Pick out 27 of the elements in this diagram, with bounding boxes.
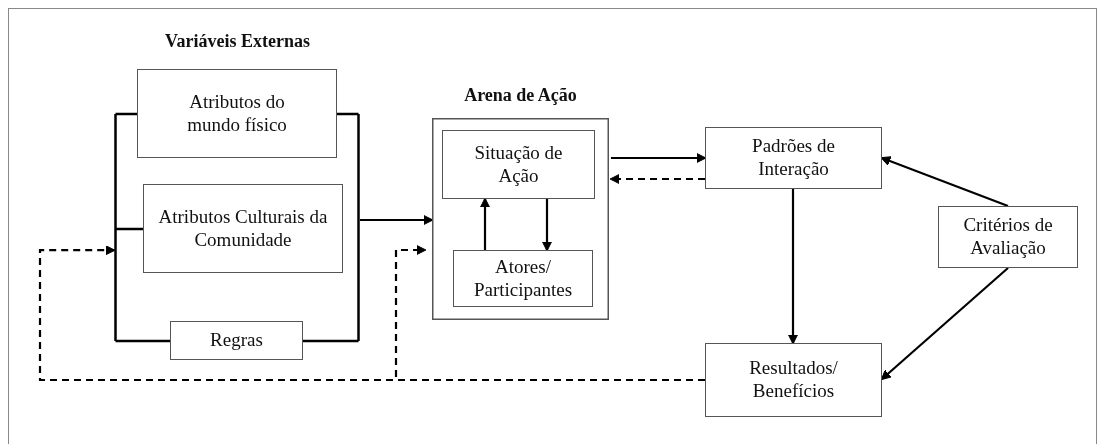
box-label: Critérios de Avaliação bbox=[962, 214, 1054, 260]
process-box bbox=[705, 127, 882, 189]
arrow bbox=[541, 199, 553, 252]
group-heading: Variáveis Externas bbox=[164, 30, 311, 52]
arrow bbox=[787, 189, 799, 345]
arrow bbox=[880, 156, 1009, 208]
dashed-arrow bbox=[394, 244, 705, 382]
box-label: Atores/ Participantes bbox=[472, 255, 574, 302]
process-box bbox=[137, 69, 337, 158]
arrow bbox=[360, 214, 434, 226]
process-box bbox=[442, 130, 595, 199]
arrow bbox=[880, 267, 1009, 381]
arrow bbox=[479, 197, 491, 250]
process-box bbox=[938, 206, 1078, 268]
box-label: Atributos Culturais da Comunidade bbox=[157, 205, 329, 252]
process-box bbox=[143, 184, 343, 273]
process-box bbox=[453, 250, 593, 307]
group-heading: Arena de Ação bbox=[463, 84, 578, 106]
dashed-arrow bbox=[609, 173, 705, 185]
process-box bbox=[170, 321, 303, 360]
box-label: Padrões de Interação bbox=[751, 135, 836, 181]
box-label: Resultados/ Benefícios bbox=[748, 357, 839, 403]
box-label: Atributos do mundo físico bbox=[186, 90, 288, 137]
arrow bbox=[611, 152, 707, 164]
process-box bbox=[705, 343, 882, 417]
box-label: Situação de Ação bbox=[473, 141, 564, 188]
box-label: Regras bbox=[210, 329, 263, 352]
